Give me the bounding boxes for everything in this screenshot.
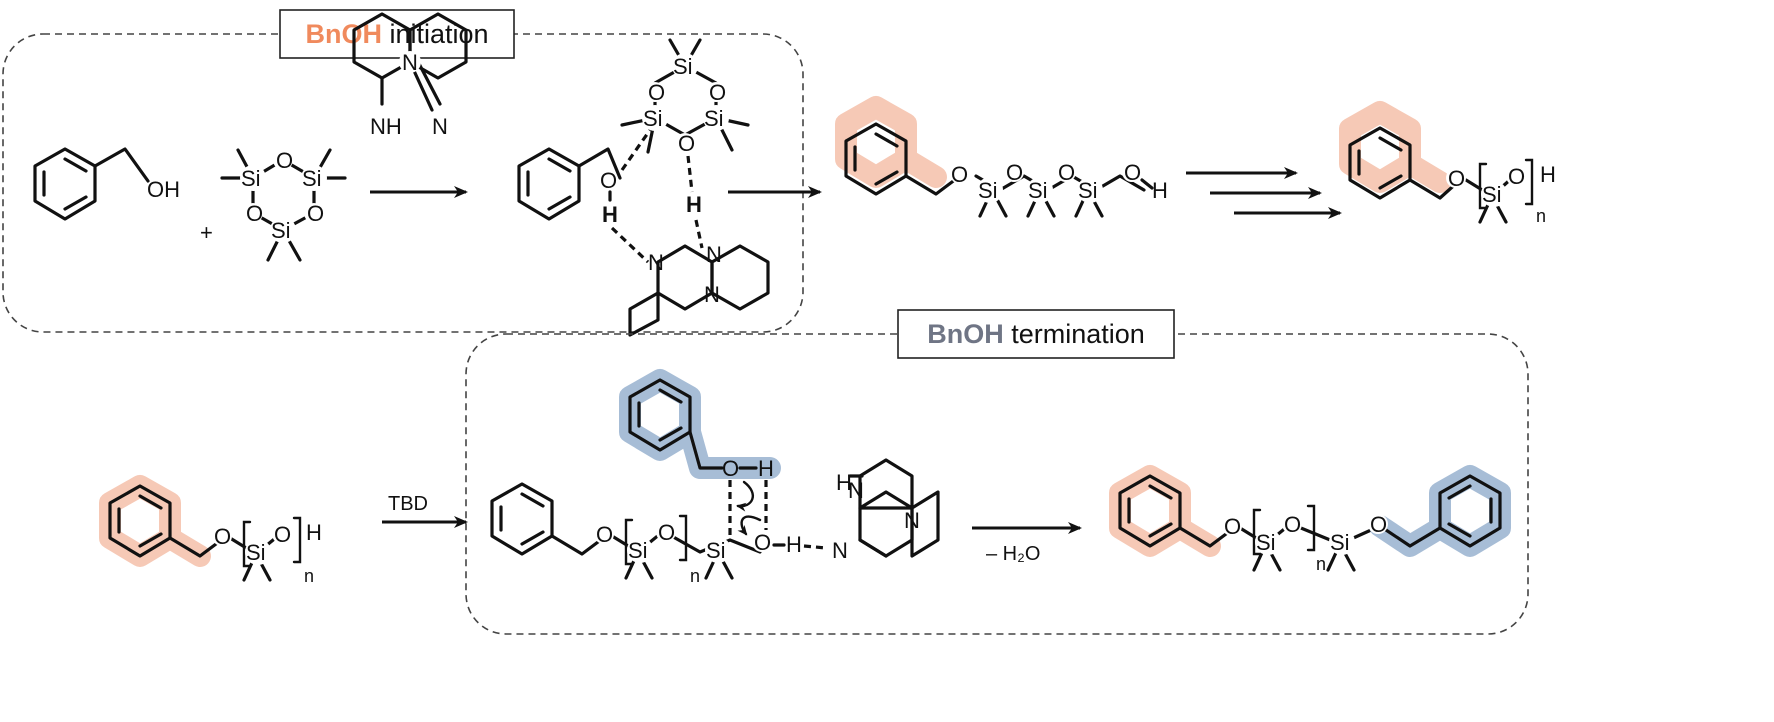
svg-text:Si: Si	[241, 166, 261, 191]
svg-text:O: O	[1006, 160, 1023, 185]
curved-electron-arrow-icon	[736, 480, 755, 512]
cyclotrisiloxane-d3: Si Si Si O O O	[220, 148, 347, 262]
svg-text:N: N	[904, 508, 920, 533]
svg-text:O: O	[648, 80, 665, 105]
svg-text:N: N	[432, 114, 448, 139]
svg-text:H: H	[1152, 178, 1168, 203]
svg-text:N: N	[848, 478, 864, 503]
svg-text:O: O	[1224, 514, 1241, 539]
svg-text:O: O	[307, 201, 324, 226]
svg-text:Si: Si	[302, 166, 322, 191]
svg-text:O: O	[276, 148, 293, 173]
svg-text:N: N	[402, 50, 418, 75]
svg-text:O: O	[1448, 166, 1465, 191]
svg-text:O: O	[658, 520, 675, 545]
svg-text:Si: Si	[1256, 530, 1276, 555]
svg-text:H: H	[602, 202, 618, 227]
benzyl-alcohol: OH	[33, 147, 180, 221]
svg-text:O: O	[1370, 512, 1387, 537]
termination-transition-complex: O H O Si O n Si O H H N N N	[490, 369, 940, 586]
svg-text:O: O	[709, 80, 726, 105]
svg-text:n: n	[1316, 554, 1326, 574]
trisiloxanol-product: O Si O Si O Si O H	[835, 96, 1168, 218]
svg-text:n: n	[1536, 206, 1546, 226]
initiation-label: BnOH initiation	[279, 9, 515, 59]
termination-label-accent: BnOH	[927, 319, 1004, 349]
svg-text:n: n	[690, 566, 700, 586]
svg-text:O: O	[1508, 164, 1525, 189]
tbd-catalyst: N NH N	[352, 12, 468, 139]
svg-text:O: O	[1284, 512, 1301, 537]
initiation-transition-complex: O H Si Si Si O O O H N N N	[517, 38, 770, 337]
svg-text:BnOH termination: BnOH termination	[927, 319, 1145, 349]
reagent-tbd: TBD	[388, 493, 428, 515]
svg-text:Si: Si	[673, 54, 693, 79]
svg-text:n: n	[304, 566, 314, 586]
capped-pdms-product: O Si O n Si O	[1109, 465, 1511, 574]
svg-text:Si: Si	[1028, 178, 1048, 203]
svg-text:Si: Si	[271, 218, 291, 243]
svg-text:N: N	[832, 538, 848, 563]
svg-text:BnOH initiation: BnOH initiation	[305, 19, 488, 49]
svg-text:O: O	[951, 162, 968, 187]
pdms-starting-polymer: O Si O H n	[99, 475, 322, 586]
svg-text:N: N	[648, 250, 664, 275]
svg-text:O: O	[722, 456, 739, 481]
termination-label-text: termination	[1004, 319, 1145, 349]
svg-text:Si: Si	[1330, 530, 1350, 555]
svg-text:Si: Si	[1482, 182, 1502, 207]
reagent-minus-water: – H₂O	[986, 543, 1040, 565]
svg-text:H: H	[836, 470, 852, 495]
svg-text:O: O	[1058, 160, 1075, 185]
svg-text:H: H	[758, 456, 774, 481]
svg-text:NH: NH	[370, 114, 402, 139]
svg-text:O: O	[246, 201, 263, 226]
svg-text:O: O	[596, 522, 613, 547]
termination-label: BnOH termination	[897, 309, 1175, 359]
svg-text:Si: Si	[706, 538, 726, 563]
svg-text:O: O	[678, 131, 695, 156]
termination-box	[465, 333, 1529, 635]
svg-text:Si: Si	[978, 178, 998, 203]
svg-text:O: O	[600, 168, 617, 193]
svg-text:Si: Si	[1078, 178, 1098, 203]
initiation-label-accent: BnOH	[305, 19, 382, 49]
svg-text:O: O	[214, 524, 231, 549]
plus-sign: +	[200, 220, 213, 245]
curved-electron-arrow-icon	[737, 515, 762, 536]
svg-text:O: O	[1124, 160, 1141, 185]
hydroxyl-label: OH	[147, 177, 180, 202]
svg-text:O: O	[754, 530, 771, 555]
svg-text:H: H	[686, 192, 702, 217]
svg-text:Si: Si	[643, 106, 663, 131]
svg-text:H: H	[306, 520, 322, 545]
svg-text:H: H	[1540, 162, 1556, 187]
svg-text:N: N	[706, 242, 722, 267]
svg-text:Si: Si	[704, 106, 724, 131]
pdms-product-top: O Si O H n	[1339, 101, 1556, 226]
svg-text:Si: Si	[628, 538, 648, 563]
svg-text:N: N	[704, 282, 720, 307]
svg-text:Si: Si	[246, 540, 266, 565]
svg-text:H: H	[786, 532, 802, 557]
svg-text:O: O	[274, 522, 291, 547]
